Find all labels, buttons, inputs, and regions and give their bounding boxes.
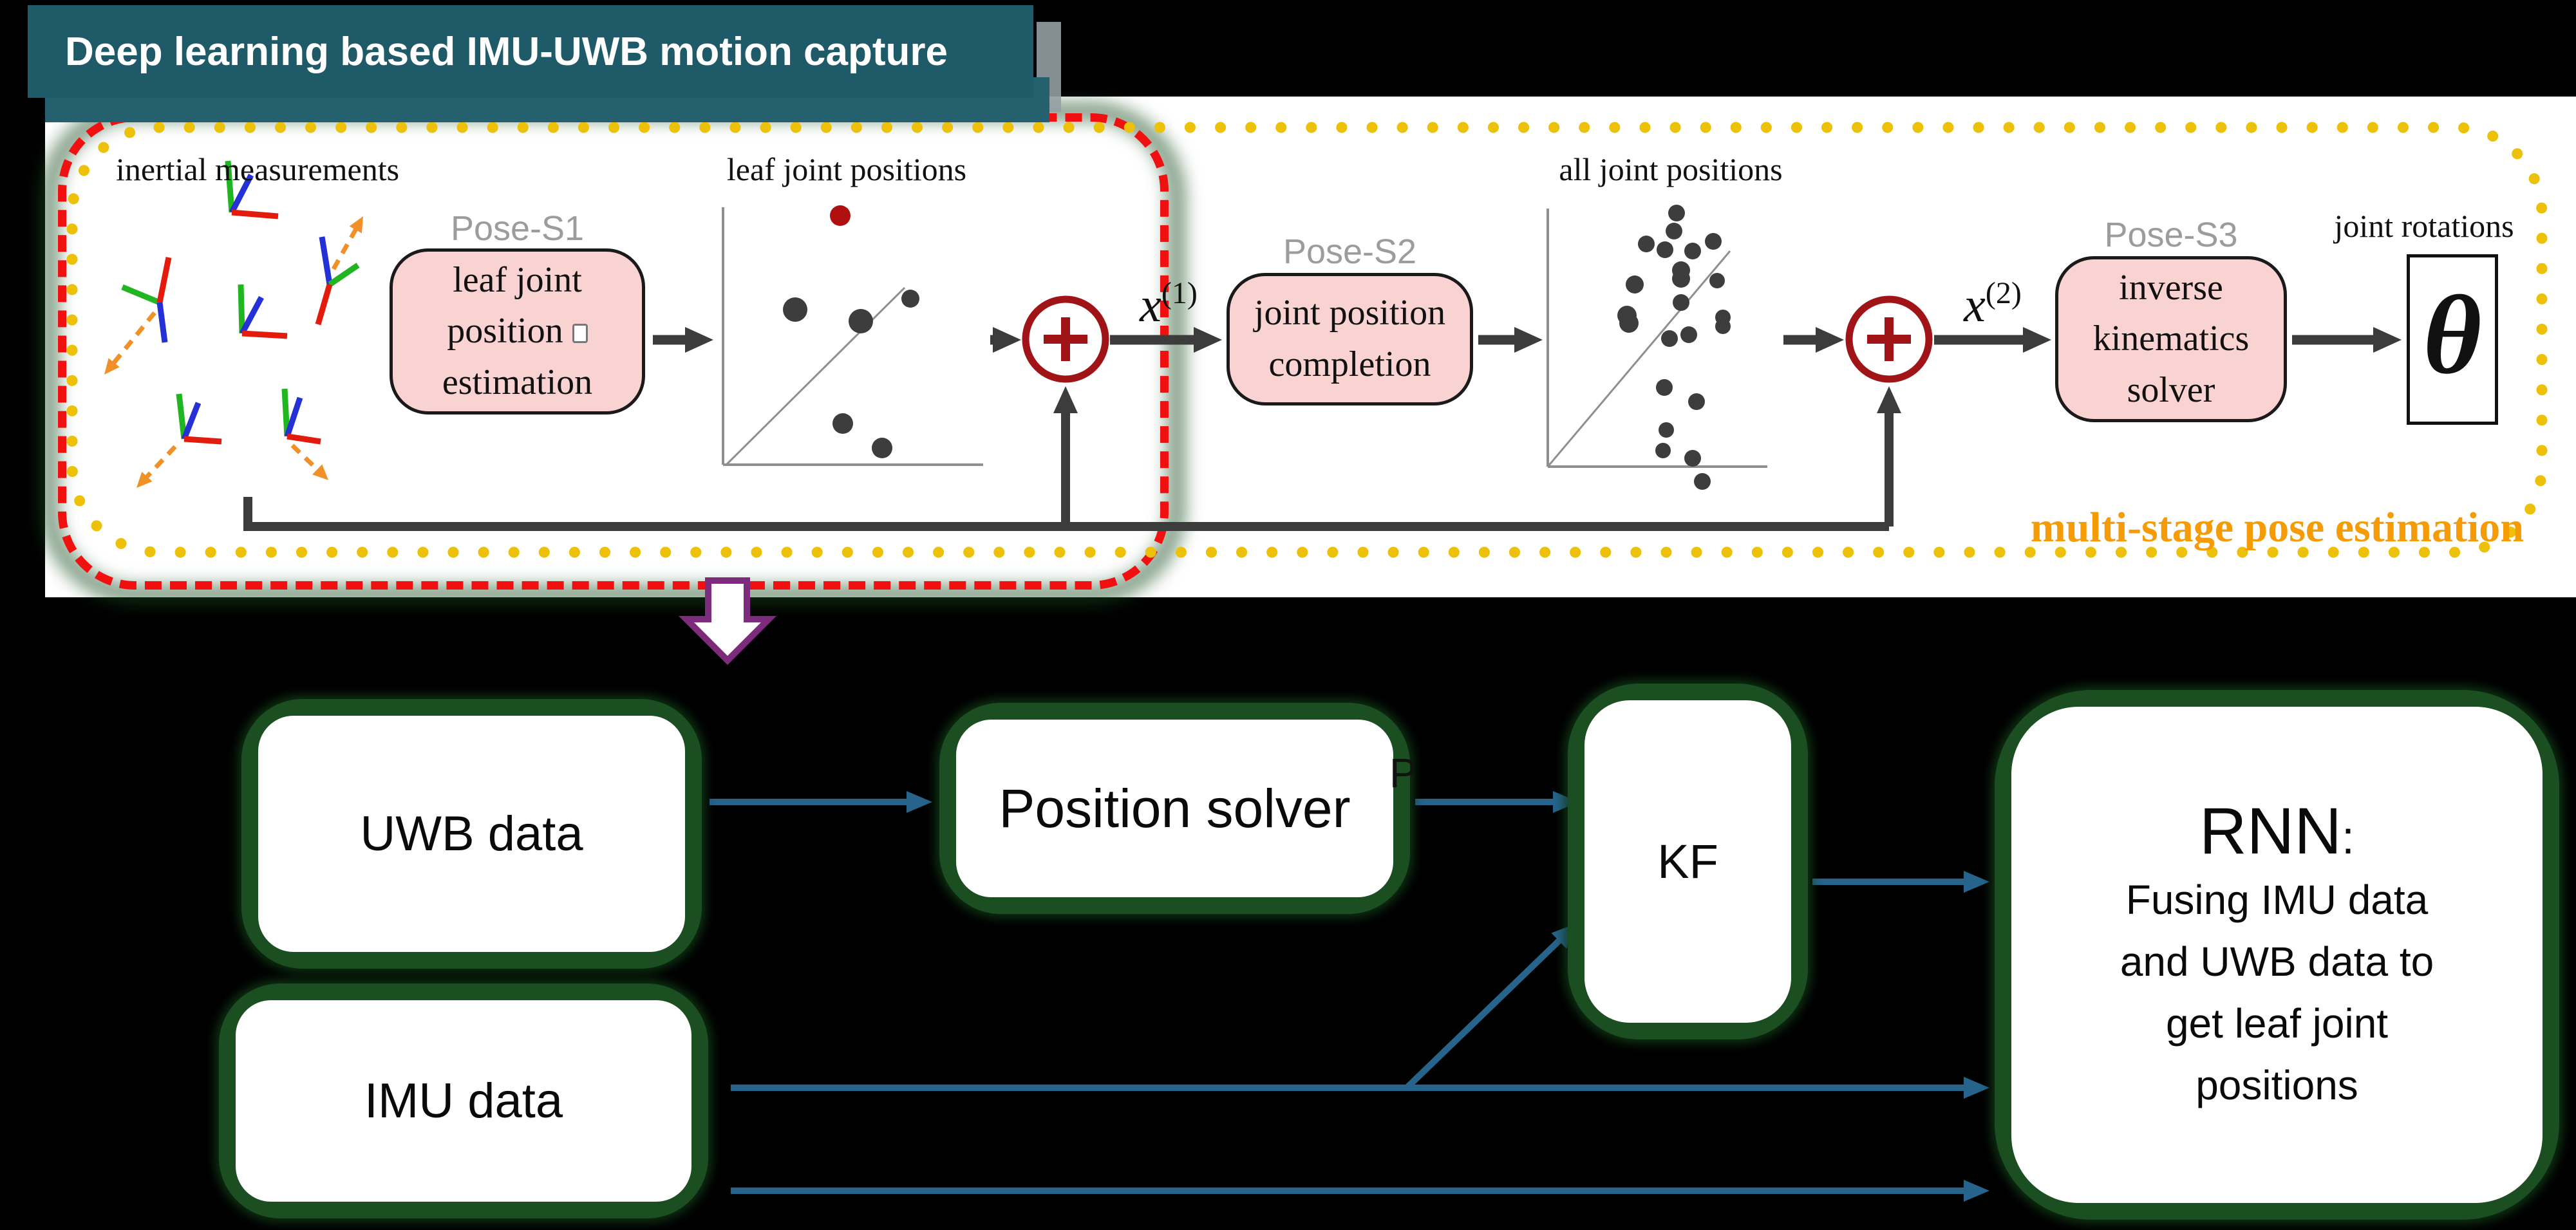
all-joint-positions-label: all joint positions: [1559, 151, 1783, 187]
rnn-box: RNN: Fusing IMU data and UWB data to get…: [1995, 690, 2559, 1220]
flow-arrow-head: [1964, 1180, 1989, 1202]
stage1-box: leaf joint position estimation: [390, 248, 645, 415]
kf-label: KF: [1657, 835, 1718, 888]
position-solver-label: Position solver: [999, 778, 1351, 839]
stage2-box: joint position completion: [1227, 273, 1473, 405]
stray-glyph-box-icon: [572, 324, 588, 344]
stage2-line: joint position: [1254, 293, 1446, 333]
rnn-line: positions: [2195, 1062, 2358, 1108]
stage2-line: completion: [1268, 344, 1431, 384]
leaf-joint-positions-label: leaf joint positions: [726, 151, 967, 187]
rnn-line: and UWB data to: [2120, 938, 2434, 985]
stage-tag-pose-s1: Pose-S1: [450, 209, 585, 248]
uwb-data-label: UWB data: [360, 806, 583, 861]
stage1-line: position: [447, 306, 588, 357]
theta-symbol: θ: [2423, 272, 2482, 397]
x2-label: x(2): [1964, 276, 2022, 332]
stage3-box: inverse kinematics solver: [2055, 256, 2287, 422]
imu-data-label: IMU data: [364, 1074, 563, 1128]
stage-tag-pose-s2: Pose-S2: [1283, 232, 1417, 271]
joint-rotations-label: joint rotations: [2334, 208, 2514, 244]
rnn-line: get leaf joint: [2165, 1000, 2389, 1047]
p-output-label: P: [1389, 750, 1417, 796]
flow-arrow-head: [1964, 871, 1989, 893]
stage3-line: kinematics: [2092, 319, 2250, 359]
rnn-line: Fusing IMU data: [2125, 877, 2429, 923]
stage3-line: solver: [2127, 369, 2215, 410]
rnn-title: RNN:: [2199, 794, 2355, 868]
inertial-measurements-label: inertial measurements: [115, 151, 400, 187]
position-solver-box: Position solver: [939, 703, 1410, 914]
flow-arrow-head: [1964, 1077, 1989, 1099]
page-title: Deep learning based IMU-UWB motion captu…: [65, 29, 948, 74]
imu-data-box: IMU data: [219, 983, 708, 1218]
joint-rotations-output-box: θ: [2407, 254, 2498, 425]
stage3-line: inverse: [2119, 267, 2223, 308]
flow-arrow: [1404, 936, 1563, 1090]
stage-tag-pose-s3: Pose-S3: [2104, 216, 2238, 254]
flow-arrow-head: [907, 791, 932, 813]
kf-box: KF: [1568, 684, 1808, 1039]
multi-stage-pose-estimation-label: multi-stage pose estimation: [2030, 504, 2524, 551]
stage1-line: leaf joint: [453, 259, 582, 300]
title-banner: Deep learning based IMU-UWB motion captu…: [28, 5, 1033, 98]
uwb-data-box: UWB data: [241, 699, 702, 969]
stage1-line: estimation: [442, 362, 593, 402]
x1-label: x(1): [1140, 276, 1198, 332]
